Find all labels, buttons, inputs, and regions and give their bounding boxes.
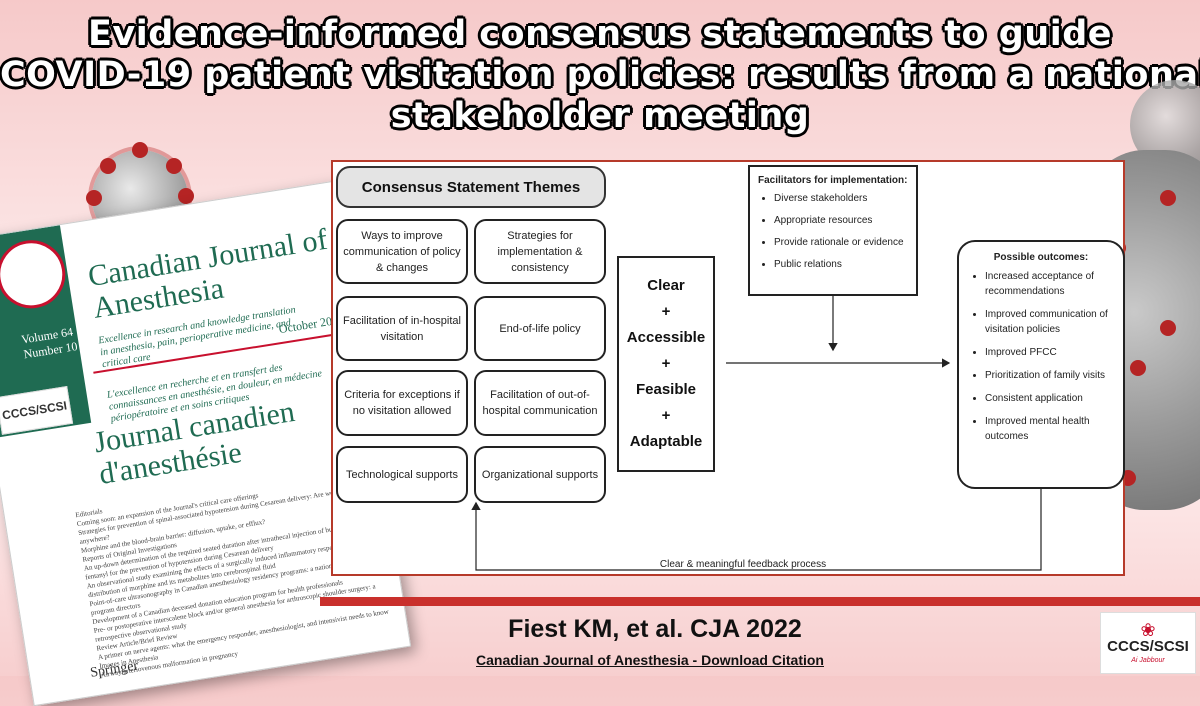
maple-leaf-icon: ❀ [1140,619,1156,640]
cccs-logo-text: CCCS/SCSI [1107,637,1189,655]
facilitators-box: Facilitators for implementation: Diverse… [748,165,918,296]
outcome-item: Increased acceptance of recommendations [985,269,1113,299]
title-line-1: Evidence-informed consensus statements t… [87,14,1113,54]
facilitator-item: Provide rationale or evidence [774,236,908,250]
facilitators-header: Facilitators for implementation: [758,175,908,186]
criteria-plus: + [661,303,671,320]
diagram-connectors [471,296,1042,571]
title-line-2: COVID-19 patient visitation policies: re… [0,55,1200,95]
virus-spike [1130,360,1146,376]
consensus-diagram: Consensus Statement Themes Ways to impro… [331,160,1125,576]
theme-box: Technological supports [336,446,468,503]
criteria-plus: + [661,355,671,372]
virus-spike [86,190,102,206]
outcome-item: Improved PFCC [985,345,1113,360]
criteria-item: Accessible [626,329,706,346]
outcome-item: Consistent application [985,391,1113,406]
theme-box: Ways to improve communication of policy … [336,219,468,284]
download-citation-link[interactable]: Canadian Journal of Anesthesia - Downloa… [476,652,824,668]
theme-box: Strategies for implementation & consiste… [474,219,606,284]
facilitator-item: Appropriate resources [774,214,908,228]
criteria-plus: + [661,407,671,424]
page-title: Evidence-informed consensus statements t… [0,14,1200,137]
criteria-item: Feasible [635,381,697,398]
facilitator-item: Diverse stakeholders [774,192,908,206]
theme-box: End-of-life policy [474,296,606,361]
outcomes-header: Possible outcomes: [993,252,1089,263]
outcome-item: Improved mental health outcomes [985,414,1113,444]
theme-box: Organizational supports [474,446,606,503]
theme-box: Criteria for exceptions if no visitation… [336,370,468,436]
publisher-logo: Springer [89,658,140,681]
outcomes-box: Possible outcomes: Increased acceptance … [957,240,1125,489]
cccs-logo-signature: Ai Jabbour [1131,656,1165,664]
facilitator-item: Public relations [774,258,908,272]
cover-journal-title-en: Canadian Journal of Anesthesia [85,222,330,325]
citation-text: Fiest KM, et al. CJA 2022 [508,615,802,643]
title-line-3: stakeholder meeting [390,96,810,136]
virus-spike [132,142,148,158]
feedback-loop-arrow [471,489,1042,571]
criteria-item: Adaptable [629,433,703,450]
theme-box: Facilitation of out-of-hospital communic… [474,370,606,436]
outcome-item: Prioritization of family visits [985,368,1113,383]
virus-spike [1160,320,1176,336]
red-divider-bar [320,597,1200,606]
criteria-box: Clear + Accessible + Feasible + Adaptabl… [617,256,715,472]
virus-spike [100,158,116,174]
theme-box: Facilitation of in-hospital visitation [336,296,468,361]
themes-header: Consensus Statement Themes [336,166,606,208]
outcome-item: Improved communication of visitation pol… [985,307,1113,337]
virus-spike [166,158,182,174]
criteria-item: Clear [647,277,685,294]
feedback-label: Clear & meaningful feedback process [659,559,827,570]
virus-spike [178,188,194,204]
cccs-logo: ❀ CCCS/SCSI Ai Jabbour [1100,612,1196,674]
virus-spike [1160,190,1176,206]
